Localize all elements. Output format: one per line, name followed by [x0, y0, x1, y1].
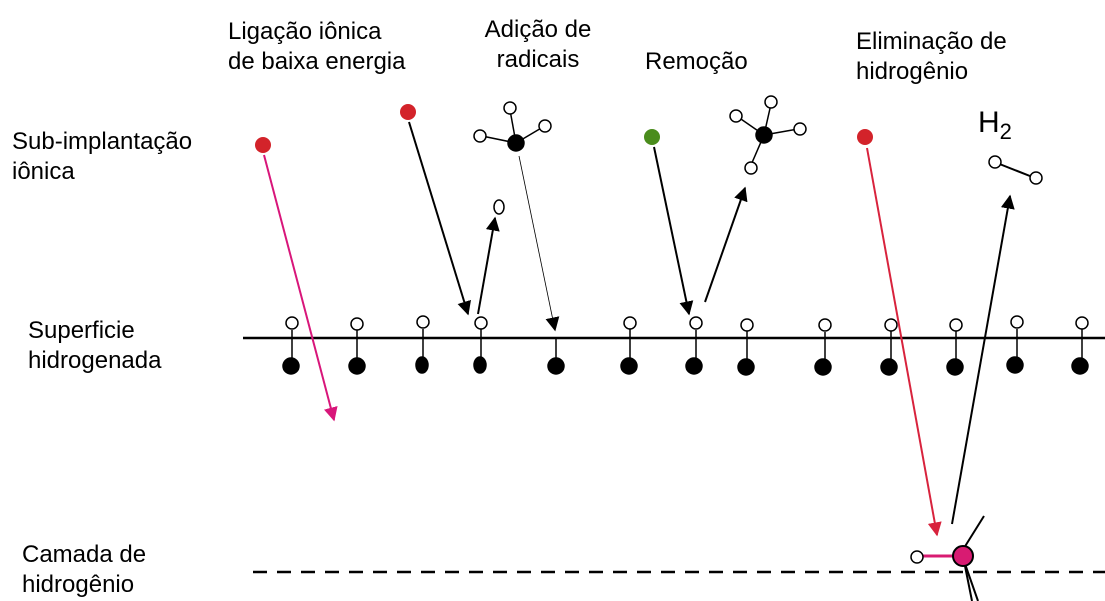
surface-hydrogen-atom [1010, 315, 1024, 329]
label-low-energy-ion-line1: Ligação iônica [228, 18, 382, 45]
surface-site [620, 316, 638, 375]
surface-site [814, 318, 832, 376]
surface-hydrogen-atom [416, 315, 430, 329]
surface-atoms [282, 315, 1089, 376]
removal-ion-icon [644, 129, 660, 145]
surface-carbon-atom [620, 357, 638, 375]
surface-hydrogen-atom [1075, 316, 1089, 330]
label-ion-subplantation: Sub-implantação iônica [12, 127, 192, 187]
removed-molecule-icon [729, 95, 807, 175]
surface-hydrogen-atom [623, 316, 637, 330]
surface-carbon-atom [737, 358, 755, 376]
label-h2-symbol: H [978, 106, 1000, 139]
surface-site [685, 316, 703, 375]
label-hydrogen-elimination: Eliminação de hidrogênio [856, 27, 1007, 87]
surface-carbon-atom [1006, 356, 1024, 374]
surface-hydrogen-atom [350, 317, 364, 331]
surface-site [880, 318, 898, 376]
surface-hydrogen-atom [949, 318, 963, 332]
subplantation-arrow [263, 154, 338, 422]
label-hydrogen-layer: Camada de hidrogênio [22, 540, 146, 600]
surface-carbon-atom [473, 356, 487, 374]
surface-hydrogen-atom [884, 318, 898, 332]
surface-site [1006, 315, 1024, 374]
label-h2: H2 [978, 108, 1012, 147]
label-hydrogenated-surface-line2: hidrogenada [28, 347, 162, 374]
label-hydrogen-elimination-line1: Eliminação de [856, 28, 1007, 55]
surface-site [415, 315, 430, 374]
label-hydrogenated-surface-line1: Superficie [28, 317, 135, 344]
surface-hydrogen-atom [689, 316, 703, 330]
surface-site [348, 317, 366, 375]
label-ion-subplantation-line2: iônica [12, 158, 75, 185]
surface-site [946, 318, 964, 376]
label-low-energy-ion-line2: de baixa energia [228, 48, 406, 75]
label-hydrogenated-surface: Superficie hidrogenada [28, 316, 161, 376]
surface-carbon-atom [282, 357, 300, 375]
surface-site [1071, 316, 1089, 375]
removal-arrow-in [653, 146, 694, 316]
surface-carbon-atom [880, 358, 898, 376]
h2-molecule-icon [988, 155, 1043, 185]
label-radical-addition-line2: radicais [496, 46, 580, 73]
label-radical-addition-line1: Adição de [484, 16, 592, 43]
surface-carbon-atom [946, 358, 964, 376]
surface-carbon-atom [415, 356, 429, 374]
label-hydrogen-layer-line1: Camada de [22, 541, 147, 568]
label-low-energy-ion: Ligação iônica de baixa energia [228, 17, 405, 77]
radical-addition-arrow [518, 155, 560, 332]
surface-site [282, 316, 300, 375]
low-energy-ion-icon [400, 104, 416, 120]
surface-carbon-atom [814, 358, 832, 376]
label-h2-subscript: 2 [999, 119, 1012, 144]
label-hydrogen-layer-line2: hidrogênio [22, 571, 135, 598]
removal-arrow-out [704, 186, 748, 303]
elimination-ion-icon [857, 129, 873, 145]
surface-carbon-atom [685, 357, 703, 375]
surface-carbon-atom [348, 357, 366, 375]
surface-hydrogen-atom [285, 316, 299, 330]
subplantation-ion-icon [255, 137, 271, 153]
surface-carbon-atom [547, 357, 565, 375]
label-hydrogen-elimination-line2: hidrogênio [856, 58, 969, 85]
label-ion-subplantation-line1: Sub-implantação [12, 128, 193, 155]
surface-hydrogen-atom [740, 318, 754, 332]
low-energy-ion-arrow-in [408, 121, 471, 316]
elimination-arrow-out [951, 194, 1015, 525]
surface-site [737, 318, 755, 376]
radical-molecule-icon [473, 101, 552, 152]
label-removal: Remoção [645, 48, 748, 75]
low-energy-ion-arrow-out [477, 216, 500, 315]
surface-hydrogen-atom [818, 318, 832, 332]
elimination-arrow-in [866, 147, 942, 537]
surface-carbon-atom [1071, 357, 1089, 375]
hydrogen-layer-atom-icon [910, 515, 985, 601]
surface-hydrogen-atom [474, 316, 488, 330]
surface-site [473, 316, 488, 374]
displaced-hydrogen-atom [493, 199, 505, 215]
label-radical-addition: Adição de radicais [469, 15, 607, 75]
surface-site [547, 338, 565, 375]
